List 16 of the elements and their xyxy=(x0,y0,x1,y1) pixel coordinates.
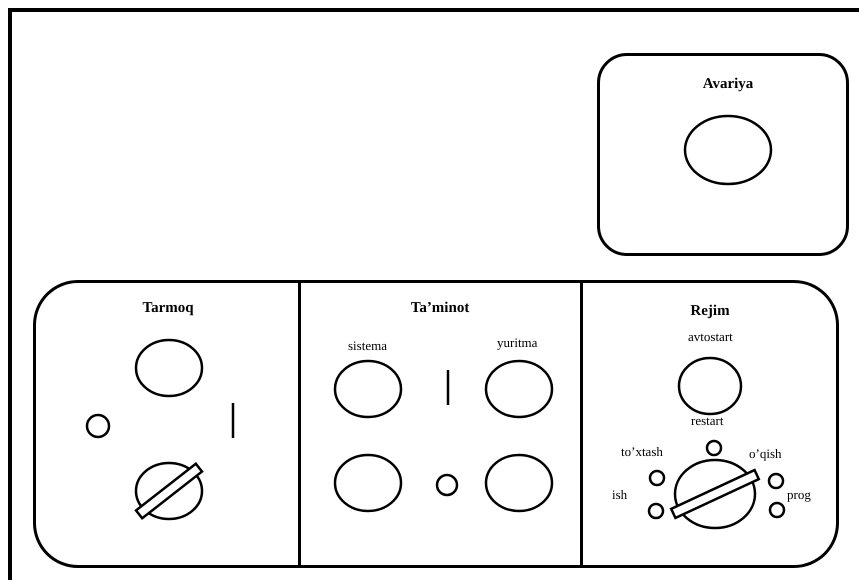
control-panel-section xyxy=(33,280,301,568)
control-panel-section xyxy=(580,280,839,568)
control-label: ish xyxy=(612,487,628,503)
control-label: restart xyxy=(691,413,724,429)
section-heading: Ta’minot xyxy=(410,300,470,317)
control-label: prog xyxy=(787,487,811,503)
alarm-panel xyxy=(597,53,849,256)
section-heading: Avariya xyxy=(702,76,754,93)
control-label: sistema xyxy=(348,338,387,354)
control-label: to’xtash xyxy=(621,444,663,460)
control-label: yuritma xyxy=(497,335,538,351)
section-heading: Rejim xyxy=(690,303,730,320)
section-heading: Tarmoq xyxy=(142,300,194,317)
control-label: avtostart xyxy=(688,329,733,345)
control-label: o’qish xyxy=(749,446,782,462)
control-panel-section xyxy=(298,280,583,568)
